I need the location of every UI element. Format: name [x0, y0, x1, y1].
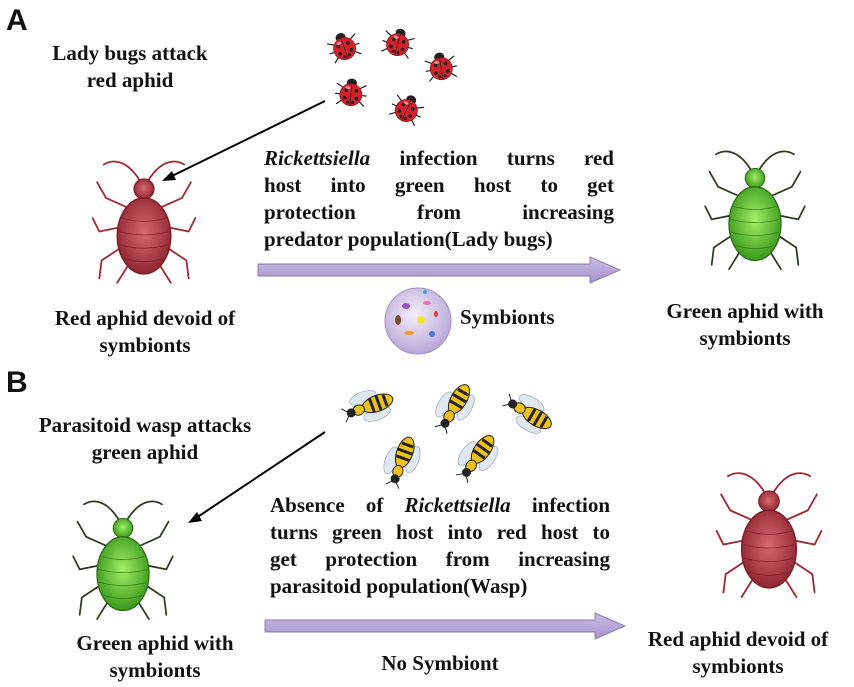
- ladybug-icon: [334, 76, 369, 108]
- symbionts-label: Symbionts: [460, 305, 555, 329]
- panel-b-letter: B: [6, 366, 28, 399]
- desc-a-line2: host into green host to get: [264, 173, 614, 197]
- ladybug-icon: [324, 27, 364, 65]
- green-aphid-label-b: Green aphid with symbionts: [76, 631, 234, 682]
- no-symbiont-label: No Symbiont: [381, 651, 499, 675]
- red-aphid-label-b: Red aphid devoid of symbionts: [647, 627, 829, 678]
- ladybug-icon: [422, 49, 459, 83]
- panel-b-description: Absence of Rickettsiella infection turns…: [270, 492, 610, 600]
- desc-a-line3: protection from increasing: [264, 200, 614, 224]
- desc-a-line4: predator population(Lady bugs): [264, 227, 553, 251]
- green-aphid-label-a: Green aphid with symbionts: [666, 299, 824, 350]
- red-aphid-icon: [91, 160, 197, 284]
- red-aphid-label-a: Red aphid devoid of symbionts: [54, 306, 236, 357]
- ladybug-attack-label: Lady bugs attack red aphid: [52, 41, 208, 92]
- rickettsiella-term-b: Rickettsiella: [404, 493, 511, 517]
- symbiont-cell-icon: [384, 287, 452, 355]
- rickettsiella-term: Rickettsiella: [264, 146, 371, 170]
- attack-arrowhead-b: [188, 512, 202, 523]
- wasp-attack-label: Parasitoid wasp attacks green aphid: [38, 413, 252, 464]
- wasp-icon: [375, 430, 427, 494]
- red-aphid-icon: [715, 472, 823, 598]
- green-aphid-icon: [72, 500, 174, 621]
- ladybug-icon: [379, 24, 418, 60]
- green-aphid-icon: [704, 150, 806, 271]
- transformation-arrow-b: [264, 612, 627, 640]
- wasp-icon: [425, 375, 483, 440]
- ladybug-icon: [387, 88, 428, 128]
- desc-b-line4: parasitoid population(Wasp): [270, 574, 528, 598]
- attack-arrow-b: [195, 431, 326, 519]
- panel-a-letter: A: [6, 4, 28, 37]
- attack-arrowhead-a: [162, 171, 176, 181]
- wasp-icon: [447, 425, 507, 490]
- attack-arrow-a: [169, 100, 326, 178]
- desc-a-line1: infection turns red: [370, 146, 614, 170]
- desc-b-line1-prefix: Absence of: [270, 493, 405, 517]
- transformation-arrow-a: [257, 256, 622, 284]
- panel-a-description: Rickettsiella infection turns red host i…: [264, 145, 614, 253]
- desc-b-line2: turns green host into red host to: [270, 520, 610, 544]
- desc-b-line3: get protection from increasing: [270, 547, 610, 571]
- wasp-icon: [496, 384, 561, 442]
- desc-b-line1-rest: infection: [510, 493, 611, 517]
- wasp-icon: [336, 381, 400, 433]
